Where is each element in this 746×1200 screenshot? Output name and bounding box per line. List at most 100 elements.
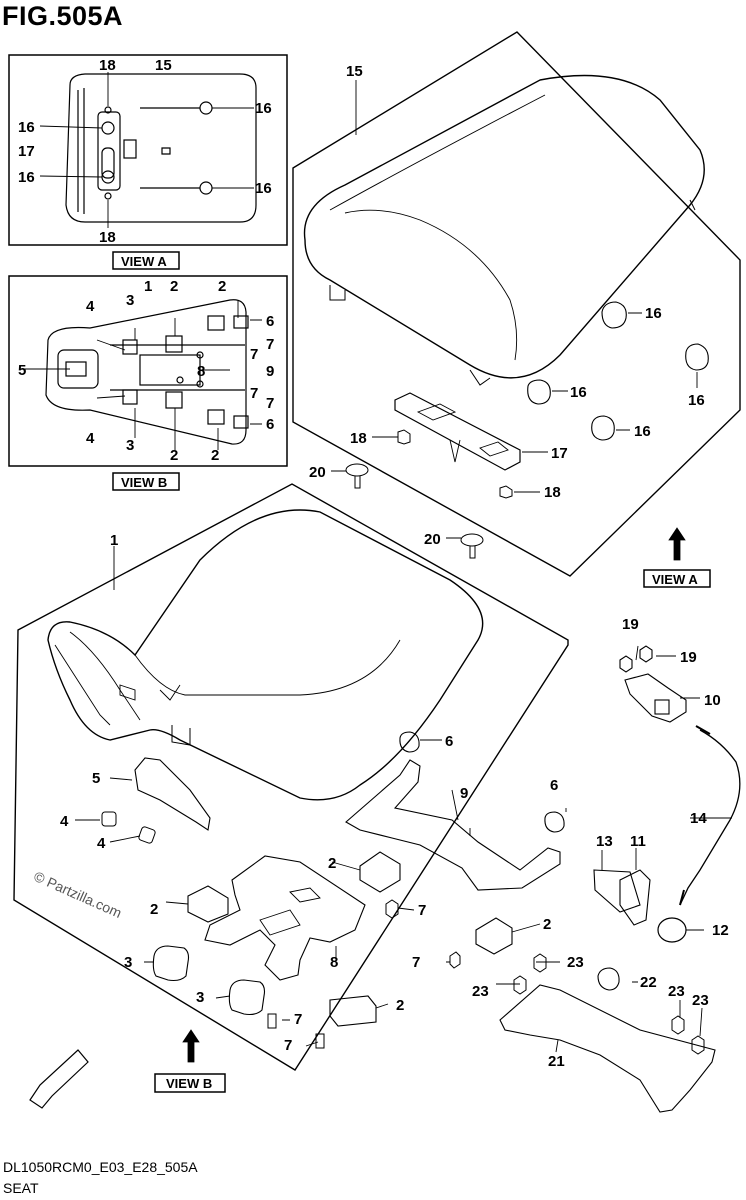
part-label: 6 [266,416,274,433]
part-label: 2 [328,855,336,872]
view-a-label: VIEW A [652,572,698,587]
part-label: 7 [284,1037,292,1054]
cushion-22 [597,967,620,991]
view-a-arrow [668,527,686,561]
part-label: 2 [543,916,551,933]
part-label: 16 [18,169,35,186]
part-label: 7 [294,1011,302,1028]
part-label: 4 [86,298,95,315]
fwd-label: FWD [48,1060,80,1091]
cushion-6 [399,731,565,833]
figure-title: FIG.505A [2,1,124,31]
part-label: 4 [86,430,95,447]
part-label: 3 [126,437,134,454]
part-label: 23 [472,983,489,1000]
part-label: 5 [92,770,100,787]
part-label: 1 [110,532,118,549]
part-label: 7 [266,336,274,353]
rear-seat-cushion [303,74,705,379]
part-label: 18 [350,430,367,447]
part-label: 16 [18,119,35,136]
bracket-13 [593,869,641,913]
view-a-inset [8,54,288,246]
part-label: 13 [596,833,613,850]
part-label: 6 [445,733,453,750]
part-label: 7 [418,902,426,919]
view-b-arrow [182,1029,200,1063]
front-seat-cushion [47,509,484,801]
part-label: 18 [544,484,561,501]
bracket-5 [134,757,211,831]
part-label: 16 [255,180,272,197]
bracket-9 [345,759,561,891]
view-a-label: VIEW A [121,254,167,269]
caption: SEAT [3,1180,39,1196]
part-label: 17 [551,445,568,462]
fwd-arrow [29,1049,89,1109]
part-label: 18 [99,229,116,246]
part-label: 20 [424,531,441,548]
part-label: 14 [690,810,707,827]
part-label: 1 [144,278,152,295]
bracket-21 [499,984,716,1113]
part-label: 2 [396,997,404,1014]
key-cylinder-12 [657,917,687,943]
part-label: 12 [712,922,729,939]
part-label: 20 [309,464,326,481]
part-label: 10 [704,692,721,709]
block-3 [152,945,266,1016]
part-label: 19 [680,649,697,666]
grommet-11 [619,869,651,926]
part-label: 3 [196,989,204,1006]
clip-4 [101,811,156,844]
cable-14 [679,729,741,906]
part-label: 3 [126,292,134,309]
part-label: 9 [460,785,468,802]
screw-20 [345,463,484,559]
seat-bracket-17 [394,392,521,471]
latch-10 [619,645,687,723]
part-label: 18 [99,57,116,74]
part-label: 9 [266,363,274,380]
part-label: 15 [155,57,172,74]
plate-8 [204,855,366,981]
part-label: 22 [640,974,657,991]
part-label: 3 [124,954,132,971]
main-seat-frame [13,483,569,1071]
bolt-23 [513,953,705,1055]
cushion-16 [527,301,709,441]
part-label: 8 [197,363,205,380]
part-label: 23 [692,992,709,1009]
part-label: 7 [412,954,420,971]
part-label: 15 [346,63,363,80]
view-b-inset [8,275,288,467]
part-label: 4 [60,813,69,830]
part-label: 5 [18,362,26,379]
part-label: 16 [570,384,587,401]
part-label: 19 [622,616,639,633]
part-label: 2 [170,447,178,464]
part-label: 7 [266,395,274,412]
part-label: 17 [18,143,35,160]
part-label: 2 [170,278,178,295]
part-label: 16 [634,423,651,440]
part-label: 23 [567,954,584,971]
part-label: 21 [548,1053,565,1070]
part-labels: 18 15 16 17 16 16 16 18 VIEW A 1 2 2 3 4… [18,57,729,1091]
rear-seat-frame [292,31,741,577]
view-b-label: VIEW B [121,475,167,490]
part-label: 16 [645,305,662,322]
part-label: 2 [218,278,226,295]
nut-18 [397,429,513,499]
diagram-code: DL1050RCM0_E03_E28_505A [3,1159,198,1175]
part-label: 2 [211,447,219,464]
connector-2 [187,851,513,1027]
part-label: 8 [330,954,338,971]
part-label: 16 [688,392,705,409]
part-label: 16 [255,100,272,117]
view-b-label: VIEW B [166,1076,212,1091]
part-label: 2 [150,901,158,918]
part-label: 7 [250,385,258,402]
part-label: 6 [550,777,558,794]
